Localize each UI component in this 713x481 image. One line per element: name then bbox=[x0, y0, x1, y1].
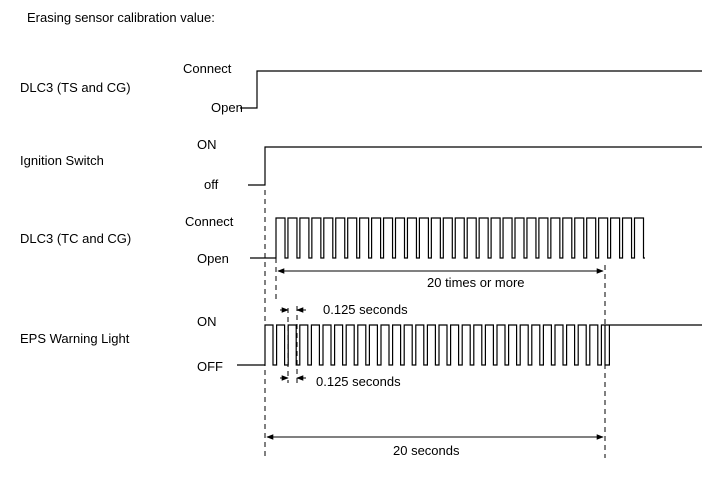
ignition-waveform bbox=[248, 146, 702, 186]
ignition-low-label: off bbox=[204, 177, 219, 192]
dlc3-tc-high-label: Connect bbox=[185, 214, 234, 229]
signal-name-eps-warning-light: EPS Warning Light bbox=[20, 331, 130, 346]
signal-name-dlc3-ts: DLC3 (TS and CG) bbox=[20, 80, 131, 95]
eps-waveform bbox=[237, 324, 702, 366]
label-20-times-or-more: 20 times or more bbox=[427, 275, 525, 290]
signal-name-dlc3-tc: DLC3 (TC and CG) bbox=[20, 231, 131, 246]
dlc3-tc-low-label: Open bbox=[197, 251, 229, 266]
dlc3-tc-waveform bbox=[250, 217, 645, 259]
signal-name-ignition-switch: Ignition Switch bbox=[20, 153, 104, 168]
dlc3-ts-high-label: Connect bbox=[183, 61, 232, 76]
dlc3-ts-waveform bbox=[240, 70, 702, 109]
label-20-seconds: 20 seconds bbox=[393, 443, 460, 458]
eps-low-label: OFF bbox=[197, 359, 223, 374]
label-on-time-0-125-seconds: 0.125 seconds bbox=[323, 302, 408, 317]
diagram-title: Erasing sensor calibration value: bbox=[27, 10, 215, 25]
ignition-high-label: ON bbox=[197, 137, 217, 152]
label-off-time-0-125-seconds: 0.125 seconds bbox=[316, 374, 401, 389]
eps-high-label: ON bbox=[197, 314, 217, 329]
dlc3-ts-low-label: Open bbox=[211, 100, 243, 115]
